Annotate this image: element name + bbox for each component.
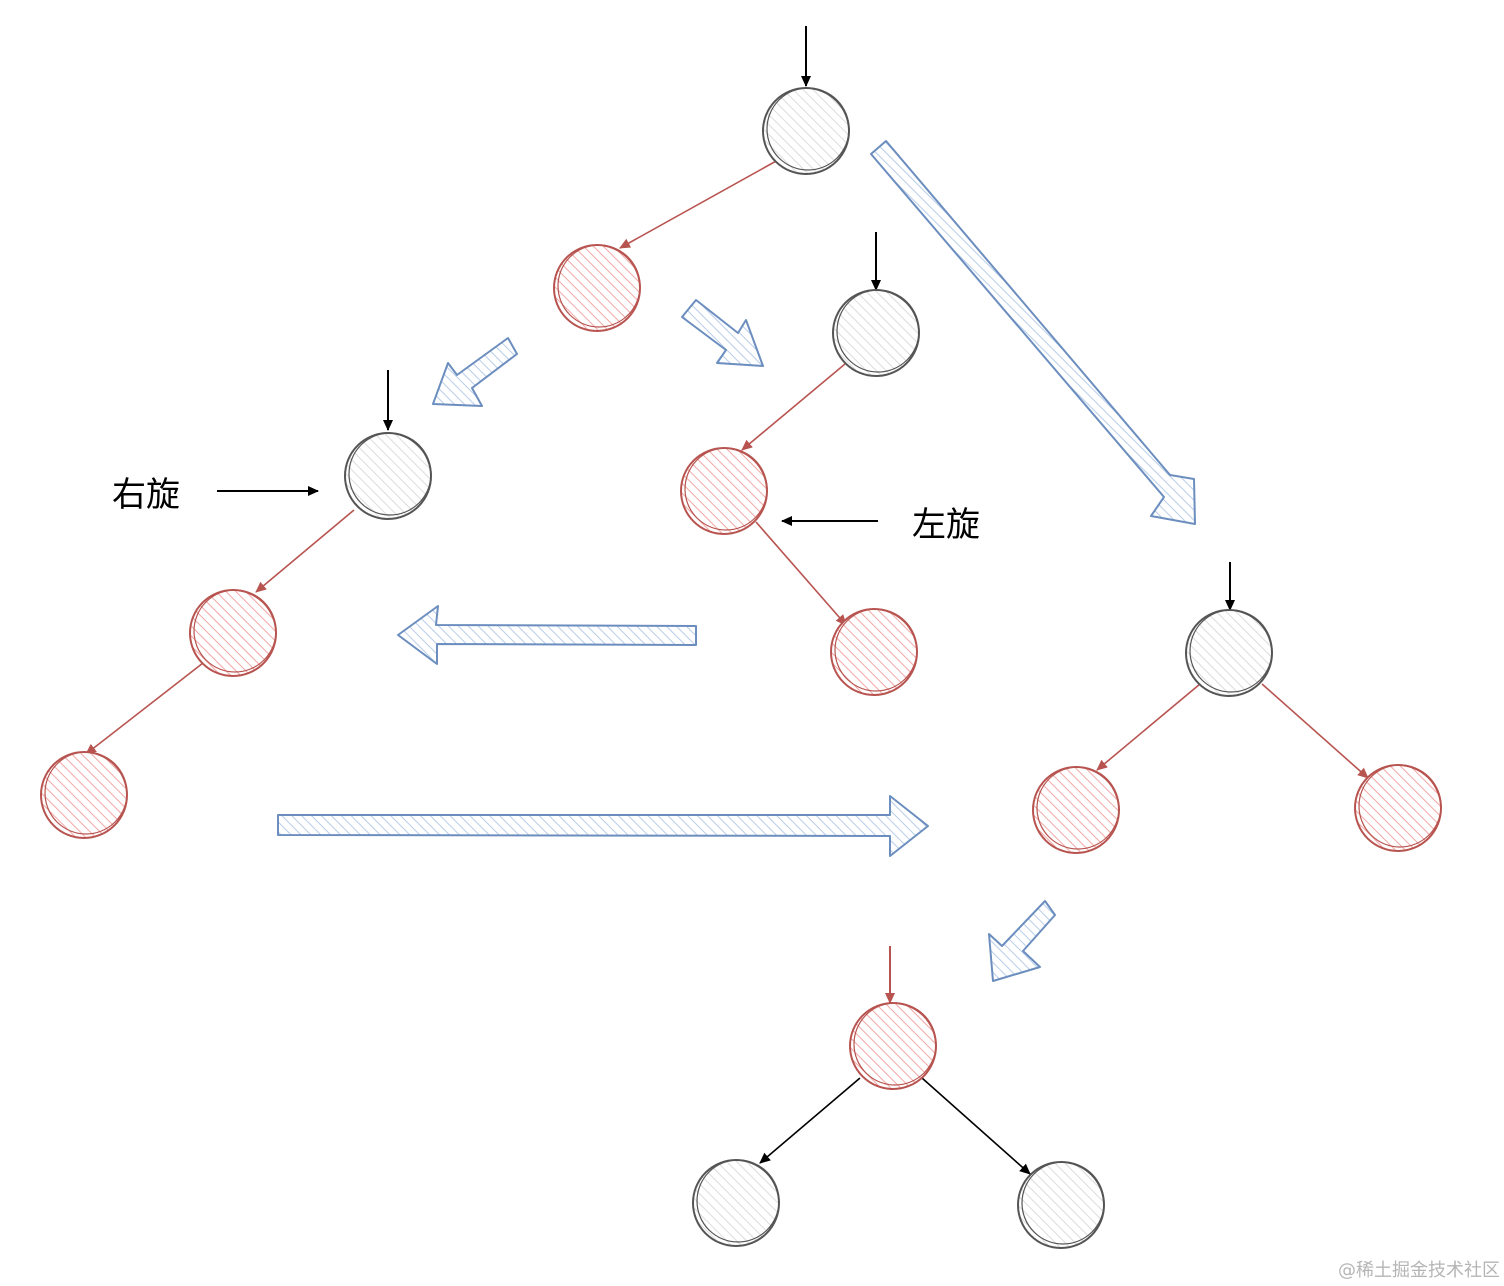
flow-arrow-to-recolor (988, 900, 1056, 982)
flow-arrow-to-right-rotation (432, 337, 518, 407)
red-edge (255, 509, 355, 593)
red-edge (741, 363, 846, 451)
red-node (680, 447, 768, 535)
red-edge (85, 662, 204, 755)
flow-arrow-long-diagonal (870, 140, 1196, 525)
red-node (830, 608, 918, 696)
black-node (762, 87, 850, 175)
red-node (1354, 764, 1442, 852)
right-rotate-label: 右旋 (112, 475, 180, 515)
tree-3: 左旋 (680, 232, 980, 696)
red-node (1032, 766, 1120, 854)
black-node (1185, 609, 1273, 697)
flow-arrow-to-left-rotation (681, 299, 764, 367)
flow-arrows (277, 140, 1196, 982)
black-node (692, 1159, 780, 1247)
flow-arrow-left (397, 605, 697, 665)
tree-2: 右旋 (40, 370, 432, 839)
black-edge (921, 1077, 1031, 1175)
left-rotate-label: 左旋 (912, 505, 980, 545)
tree-1 (553, 26, 850, 332)
black-node (344, 432, 432, 520)
red-edge (1096, 683, 1201, 771)
black-edge (759, 1077, 861, 1164)
red-edge (1261, 683, 1369, 779)
tree-4 (1032, 562, 1442, 854)
red-node (40, 751, 128, 839)
flow-arrow-right (277, 795, 929, 857)
red-node (849, 1002, 937, 1090)
tree-5 (692, 946, 1105, 1249)
red-edge (755, 521, 847, 626)
red-node (189, 589, 277, 677)
black-node (1017, 1161, 1105, 1249)
watermark: @稀土掘金技术社区 (1338, 1260, 1500, 1281)
black-node (832, 289, 920, 377)
red-node (553, 244, 641, 332)
red-edge (619, 159, 779, 249)
